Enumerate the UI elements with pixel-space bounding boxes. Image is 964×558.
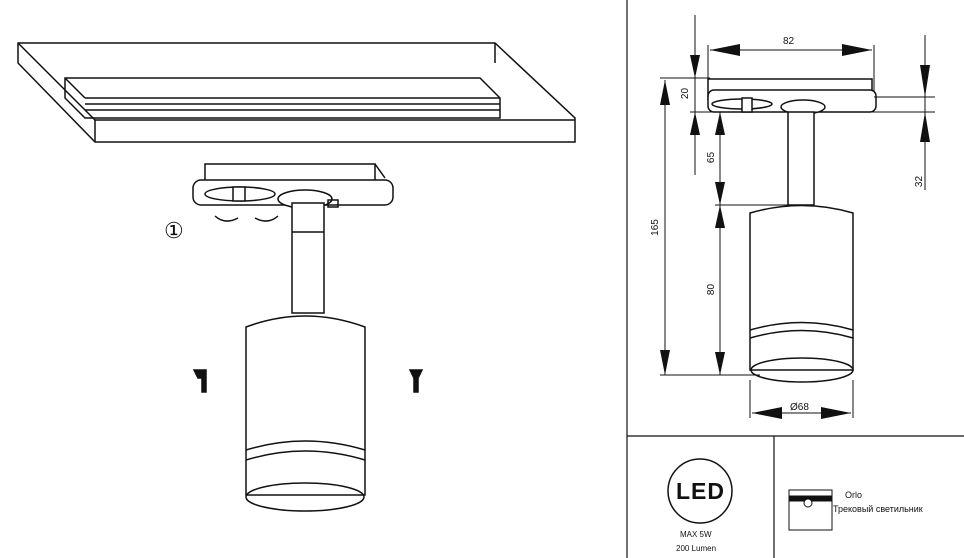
step-marker: ① xyxy=(164,218,184,243)
spec-lumen: 200 Lumen xyxy=(676,544,717,553)
dim-mount-height: 20 xyxy=(680,87,692,100)
dim-stem-length: 65 xyxy=(706,151,718,164)
led-badge-circle xyxy=(667,458,733,524)
dim-total-height: 165 xyxy=(649,219,661,236)
spec-power: MAX 5W xyxy=(680,530,712,539)
product-type: Трековый светильник xyxy=(833,504,923,514)
dim-body-height: 80 xyxy=(706,283,718,296)
ceiling-track xyxy=(17,42,576,143)
track-light-icon xyxy=(788,489,833,531)
dim-adapter-height: 32 xyxy=(914,175,926,188)
lamp-illustration xyxy=(192,163,424,512)
frame-lines xyxy=(626,0,964,558)
dim-diameter: Ø68 xyxy=(790,402,809,413)
dim-width-top: 82 xyxy=(783,36,795,47)
led-logo: LED xyxy=(676,478,725,504)
product-name: Orlo xyxy=(845,490,863,500)
dimension-drawing xyxy=(660,15,935,419)
